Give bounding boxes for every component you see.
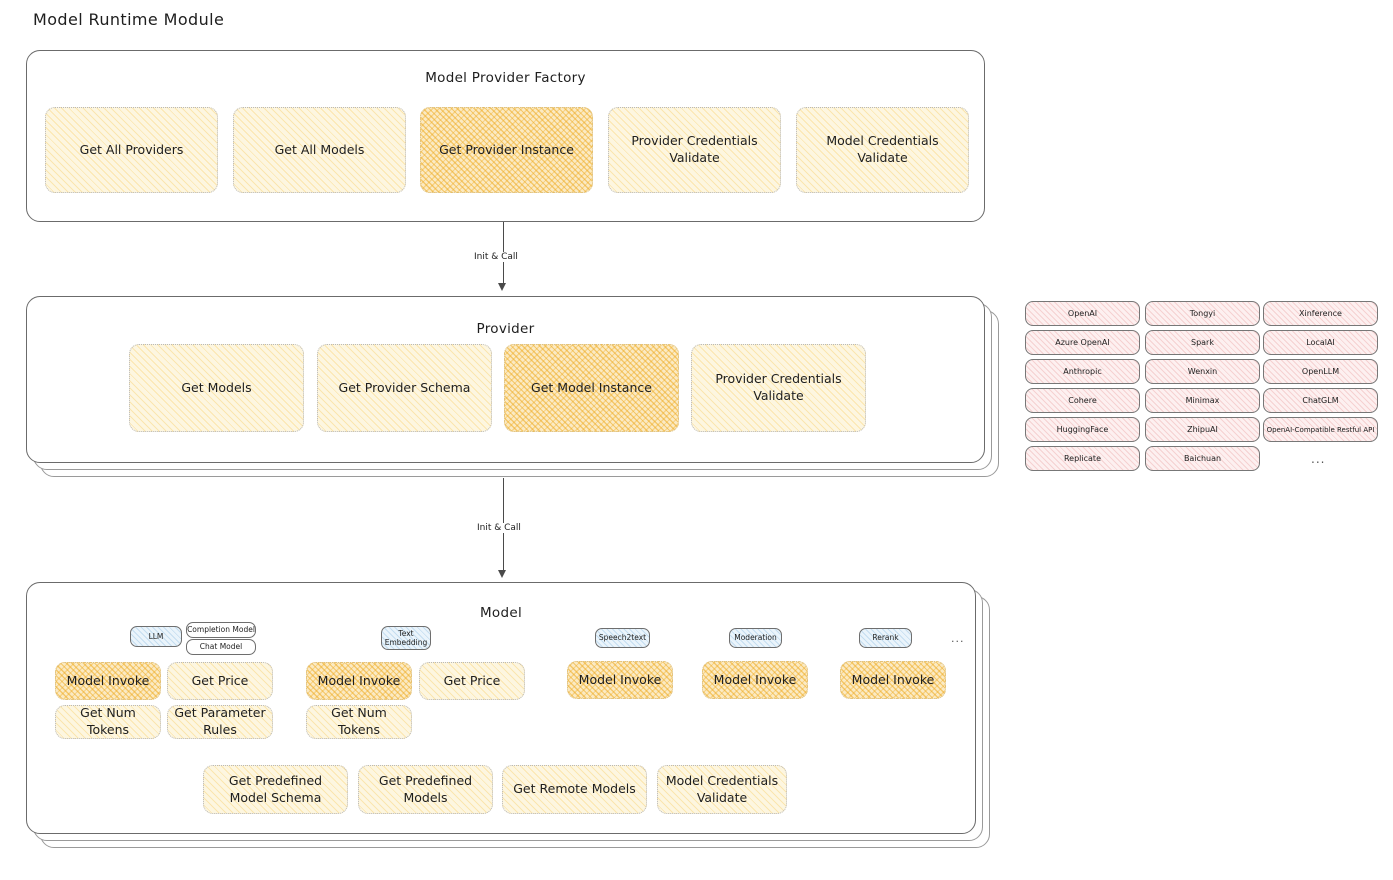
provider-pill-baichuan[interactable]: Baichuan <box>1145 446 1260 471</box>
page-title: Model Runtime Module <box>33 10 225 29</box>
model-type-chip-speech2text[interactable]: Speech2text <box>595 628 650 648</box>
model-method-llm-model-invoke[interactable]: Model Invoke <box>55 662 161 700</box>
provider-pill-minimax[interactable]: Minimax <box>1145 388 1260 413</box>
model-method-llm-get-price[interactable]: Get Price <box>167 662 273 700</box>
provider-method-get-model-instance[interactable]: Get Model Instance <box>504 344 679 432</box>
provider-pill-xinference[interactable]: Xinference <box>1263 301 1378 326</box>
provider-pill-azure-openai[interactable]: Azure OpenAI <box>1025 330 1140 355</box>
factory-method-provider-credentials-validate[interactable]: Provider Credentials Validate <box>608 107 781 193</box>
model-provider-factory-title: Model Provider Factory <box>425 70 586 86</box>
model-method-llm-get-parameter-rules[interactable]: Get Parameter Rules <box>167 705 273 739</box>
provider-pill-tongyi[interactable]: Tongyi <box>1145 301 1260 326</box>
model-method-llm-get-num-tokens[interactable]: Get Num Tokens <box>55 705 161 739</box>
provider-pill-openllm[interactable]: OpenLLM <box>1263 359 1378 384</box>
model-shared-method-model-credentials-validate[interactable]: Model Credentials Validate <box>657 765 787 814</box>
provider-pill-localai[interactable]: LocalAI <box>1263 330 1378 355</box>
provider-title: Provider <box>476 321 535 337</box>
model-shared-method-get-predefined-models[interactable]: Get Predefined Models <box>358 765 493 814</box>
model-type-chip-completion-model[interactable]: Completion Model <box>186 622 256 638</box>
model-shared-method-get-predefined-model-schema[interactable]: Get Predefined Model Schema <box>203 765 348 814</box>
model-type-chip-chat-model[interactable]: Chat Model <box>186 639 256 655</box>
model-method-rerank-model-invoke[interactable]: Model Invoke <box>840 661 946 699</box>
model-method-text-embedding-get-price[interactable]: Get Price <box>419 662 525 700</box>
model-method-text-embedding-get-num-tokens[interactable]: Get Num Tokens <box>306 705 412 739</box>
model-type-chip-rerank[interactable]: Rerank <box>859 628 912 648</box>
model-type-chip-text-embedding[interactable]: Text Embedding <box>381 626 431 650</box>
provider-method-get-models[interactable]: Get Models <box>129 344 304 432</box>
provider-method-get-provider-schema[interactable]: Get Provider Schema <box>317 344 492 432</box>
provider-pill-wenxin[interactable]: Wenxin <box>1145 359 1260 384</box>
connector-label-init-call-2: Init & Call <box>474 523 524 533</box>
provider-pill-anthropic[interactable]: Anthropic <box>1025 359 1140 384</box>
factory-method-model-credentials-validate[interactable]: Model Credentials Validate <box>796 107 969 193</box>
model-method-moderation-model-invoke[interactable]: Model Invoke <box>702 661 808 699</box>
provider-pill-openai[interactable]: OpenAI <box>1025 301 1140 326</box>
model-title: Model <box>479 605 523 621</box>
provider-pill-huggingface[interactable]: HuggingFace <box>1025 417 1140 442</box>
factory-method-get-provider-instance[interactable]: Get Provider Instance <box>420 107 593 193</box>
factory-method-get-all-providers[interactable]: Get All Providers <box>45 107 218 193</box>
provider-pill-chatglm[interactable]: ChatGLM <box>1263 388 1378 413</box>
provider-pill-zhipuai[interactable]: ZhipuAI <box>1145 417 1260 442</box>
factory-method-get-all-models[interactable]: Get All Models <box>233 107 406 193</box>
provider-pill-spark[interactable]: Spark <box>1145 330 1260 355</box>
provider-pill-openai-compatible-restful-api[interactable]: OpenAI-Compatible Restful API <box>1263 417 1378 442</box>
model-type-chip-moderation[interactable]: Moderation <box>729 628 782 648</box>
provider-method-provider-credentials-validate[interactable]: Provider Credentials Validate <box>691 344 866 432</box>
provider-list-more-ellipsis: ... <box>1311 452 1326 466</box>
connector-label-init-call-1: Init & Call <box>471 252 521 262</box>
model-type-chip-llm[interactable]: LLM <box>130 626 182 647</box>
model-method-text-embedding-model-invoke[interactable]: Model Invoke <box>306 662 412 700</box>
provider-pill-cohere[interactable]: Cohere <box>1025 388 1140 413</box>
model-types-more-ellipsis: ... <box>951 632 965 645</box>
provider-pill-replicate[interactable]: Replicate <box>1025 446 1140 471</box>
model-shared-method-get-remote-models[interactable]: Get Remote Models <box>502 765 647 814</box>
model-method-speech2text-model-invoke[interactable]: Model Invoke <box>567 661 673 699</box>
